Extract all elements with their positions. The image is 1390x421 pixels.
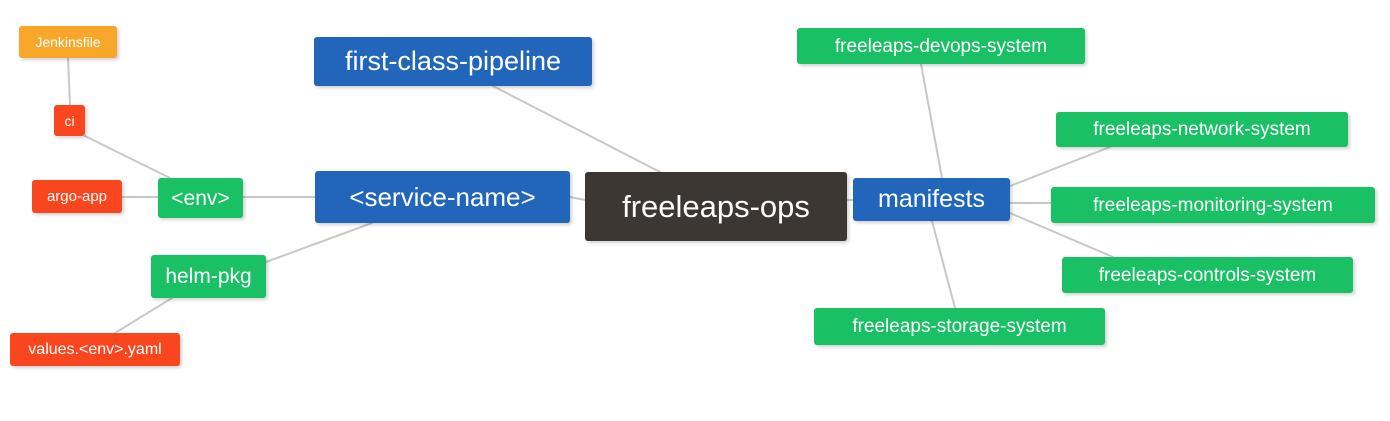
node-label-freeleaps-ops: freeleaps-ops [622, 189, 810, 224]
node-argo-app[interactable]: argo-app [32, 180, 122, 213]
node-label-argo-app: argo-app [46, 188, 108, 205]
edge-first-class-pipeline-to-freeleaps-ops [492, 85, 661, 173]
node-label-storage-system: freeleaps-storage-system [852, 316, 1067, 337]
node-storage-system[interactable]: freeleaps-storage-system [814, 308, 1105, 345]
node-manifests[interactable]: manifests [853, 178, 1010, 221]
node-label-ci: ci [64, 112, 75, 129]
node-ci[interactable]: ci [54, 105, 85, 136]
node-label-manifests: manifests [878, 185, 985, 213]
node-first-class-pipeline[interactable]: first-class-pipeline [314, 37, 592, 86]
edge-manifests-to-devops-system [920, 63, 943, 179]
node-label-service-name: <service-name> [349, 182, 536, 212]
node-devops-system[interactable]: freeleaps-devops-system [797, 28, 1085, 64]
node-label-monitoring-system: freeleaps-monitoring-system [1093, 194, 1333, 216]
node-label-network-system: freeleaps-network-system [1093, 119, 1311, 140]
edge-manifests-to-network-system [1009, 146, 1111, 187]
edge-manifests-to-storage-system [931, 220, 956, 309]
node-label-first-class-pipeline: first-class-pipeline [344, 46, 562, 76]
node-values-env-yaml[interactable]: values.<env>.yaml [10, 333, 180, 366]
node-service-name[interactable]: <service-name> [315, 171, 570, 223]
edge-jenkinsfile-to-ci [67, 57, 71, 106]
node-jenkinsfile[interactable]: Jenkinsfile [19, 26, 117, 58]
node-label-jenkinsfile: Jenkinsfile [35, 34, 101, 50]
edge-service-name-to-helm-pkg [265, 222, 373, 263]
node-freeleaps-ops[interactable]: freeleaps-ops [585, 172, 847, 241]
node-monitoring-system[interactable]: freeleaps-monitoring-system [1051, 187, 1375, 223]
node-label-devops-system: freeleaps-devops-system [834, 35, 1048, 57]
node-env[interactable]: <env> [158, 178, 243, 218]
node-controls-system[interactable]: freeleaps-controls-system [1062, 257, 1353, 293]
node-label-controls-system: freeleaps-controls-system [1098, 264, 1317, 286]
node-network-system[interactable]: freeleaps-network-system [1056, 112, 1348, 147]
node-helm-pkg[interactable]: helm-pkg [151, 255, 266, 298]
node-label-values-env-yaml: values.<env>.yaml [28, 340, 162, 358]
node-label-helm-pkg: helm-pkg [165, 265, 252, 288]
edge-helm-pkg-to-values-env-yaml [114, 297, 173, 334]
edge-ci-to-env [84, 135, 171, 179]
node-label-env: <env> [171, 186, 230, 210]
edge-service-name-to-freeleaps-ops [569, 196, 586, 201]
